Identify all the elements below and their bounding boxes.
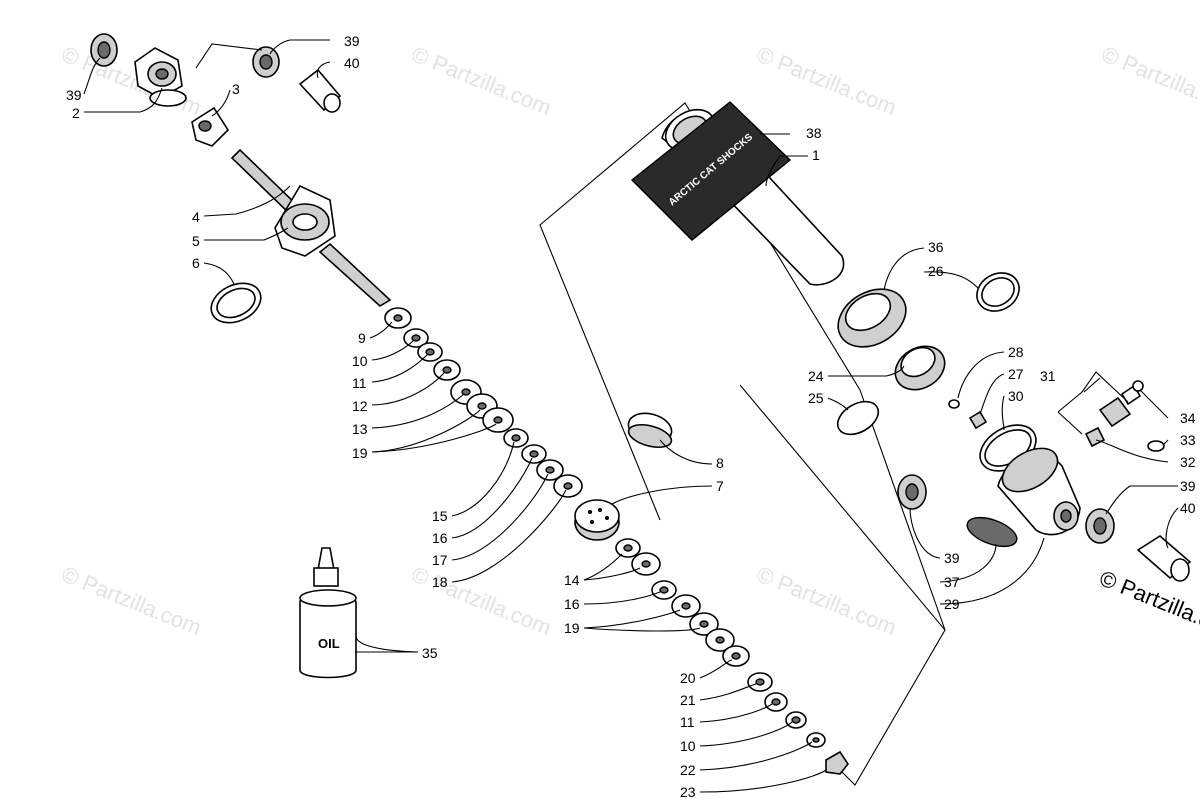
callout-19: 19 — [352, 445, 368, 461]
callout-39: 39 — [1180, 478, 1196, 494]
watermark-7: © Partzilla.com — [753, 561, 900, 640]
callout-4: 4 — [192, 209, 200, 225]
callout-5: 5 — [192, 233, 200, 249]
part-8-wear-band — [627, 412, 673, 449]
callout-22: 22 — [680, 762, 696, 778]
shim-stack-lower — [615, 538, 849, 775]
part-40-sleeve-right — [1136, 535, 1192, 582]
part-23-nut — [825, 750, 849, 775]
part-24-retainer — [894, 345, 946, 391]
assembly-bracket — [539, 102, 861, 521]
callout-39: 39 — [944, 550, 960, 566]
part-37-decal — [966, 516, 1018, 548]
part-2-eyelet — [134, 47, 183, 99]
callout-11: 11 — [352, 375, 367, 391]
oil-label: OIL — [318, 636, 340, 651]
callout-19: 19 — [564, 620, 580, 636]
part-34-cap — [1132, 380, 1144, 392]
part-40-sleeve-top — [298, 68, 342, 113]
callout-10: 10 — [680, 738, 696, 754]
watermark-4: © Partzilla.com — [1098, 41, 1200, 120]
callout-31: 31 — [1040, 368, 1056, 384]
body-assembly: ARCTIC CAT SHOCKS — [630, 101, 1192, 582]
part-27-screw — [968, 410, 988, 430]
shaft-assembly — [90, 33, 849, 775]
part-5-seal-head — [274, 184, 336, 257]
callout-12: 12 — [352, 398, 368, 414]
callout-13: 13 — [352, 421, 368, 437]
callout-18: 18 — [432, 574, 448, 590]
callout-11: 11 — [680, 714, 695, 730]
callout-14: 14 — [564, 572, 580, 588]
callout-26: 26 — [928, 263, 944, 279]
callout-29: 29 — [944, 596, 960, 612]
callout-15: 15 — [432, 508, 448, 524]
callout-3: 3 — [232, 81, 240, 97]
callout-16: 16 — [564, 596, 580, 612]
watermark-5: © Partzilla.com — [58, 561, 205, 640]
callout-27: 27 — [1008, 366, 1024, 382]
callout-23: 23 — [680, 784, 696, 798]
callout-9: 9 — [358, 330, 366, 346]
assembly-bracket-lower — [739, 384, 946, 786]
part-38-decal-sleeve: ARCTIC CAT SHOCKS — [630, 101, 792, 241]
part-33-o-ring — [1147, 440, 1165, 452]
part-3-bumper — [191, 106, 230, 147]
part-35-oil-bottle: OIL — [299, 547, 357, 679]
callout-35: 35 — [422, 645, 438, 661]
callout-36: 36 — [928, 239, 944, 255]
part-29-body-cap — [997, 447, 1081, 536]
part-7-piston — [574, 499, 620, 541]
watermark-2: © Partzilla.com — [408, 41, 555, 120]
callout-8: 8 — [716, 455, 724, 471]
part-28-o-ring-small — [948, 399, 960, 409]
callout-40: 40 — [344, 55, 360, 71]
callout-37: 37 — [944, 574, 960, 590]
part-36-spring-collar — [837, 288, 907, 348]
part-25-snap-ring — [836, 400, 880, 436]
shim-stack-upper — [384, 307, 583, 498]
callout-30: 30 — [1008, 388, 1024, 404]
callout-25: 25 — [808, 390, 824, 406]
callout-24: 24 — [808, 368, 824, 384]
callout-33: 33 — [1180, 432, 1196, 448]
callout-39: 39 — [344, 33, 360, 49]
callout-32: 32 — [1180, 454, 1196, 470]
callout-38: 38 — [806, 125, 822, 141]
callout-40: 40 — [1180, 500, 1196, 516]
callout-28: 28 — [1008, 344, 1024, 360]
callout-10: 10 — [352, 353, 368, 369]
watermark-3: © Partzilla.com — [753, 41, 900, 120]
callout-16: 16 — [432, 530, 448, 546]
callout-21: 21 — [680, 692, 696, 708]
callout-20: 20 — [680, 670, 696, 686]
callout-39: 39 — [66, 87, 82, 103]
leader-lines — [83, 39, 1179, 793]
callout-7: 7 — [716, 478, 724, 494]
callout-1: 1 — [812, 147, 820, 163]
part-32-valve-body — [1084, 384, 1142, 448]
callout-34: 34 — [1180, 410, 1196, 426]
callout-2: 2 — [72, 105, 80, 121]
callout-labels: 39 2 3 39 40 4 5 6 9 10 11 12 13 19 15 1… — [66, 33, 1196, 798]
watermark-1: © Partzilla.com — [58, 41, 205, 120]
bracket-connector — [859, 389, 946, 631]
callout-17: 17 — [432, 552, 448, 568]
callout-6: 6 — [192, 255, 200, 271]
